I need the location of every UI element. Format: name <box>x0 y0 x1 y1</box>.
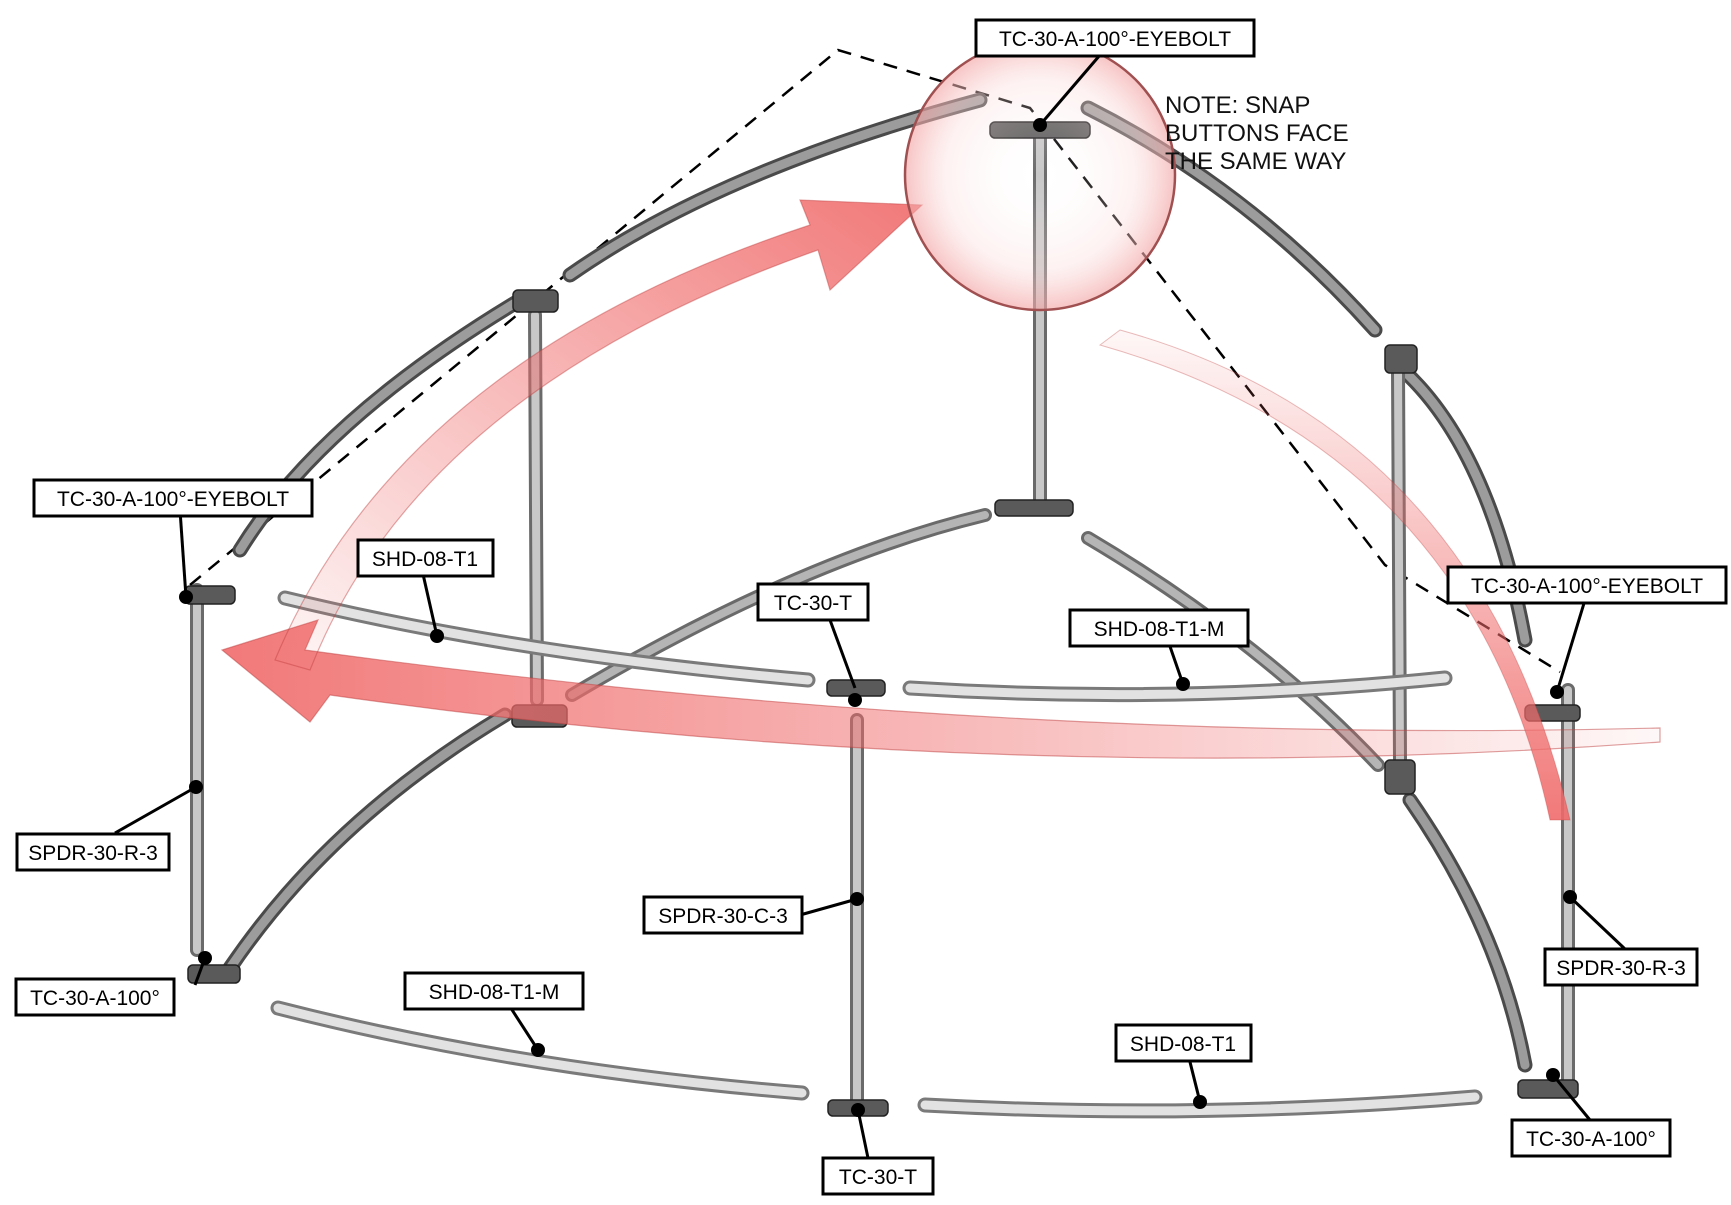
callout-right-eyebolt: TC-30-A-100°-EYEBOLT <box>1446 565 1728 605</box>
vertical-posts <box>190 123 1575 1107</box>
horizontal-rails <box>270 590 1483 1119</box>
callout-upper-left-rail: SHD-08-T1 <box>356 538 495 578</box>
rotation-arrows <box>220 199 1661 821</box>
callout-left-eyebolt: TC-30-A-100°-EYEBOLT <box>32 478 314 518</box>
label-top-eyebolt: TC-30-A-100°-EYEBOLT <box>999 28 1231 51</box>
callout-left-spider: SPDR-30-R-3 <box>15 832 171 872</box>
callout-top-eyebolt: TC-30-A-100°-EYEBOLT <box>974 18 1256 58</box>
label-upper-right-rail: SHD-08-T1-M <box>1094 618 1225 641</box>
callout-upper-right-rail: SHD-08-T1-M <box>1068 608 1250 648</box>
down-arrow-band <box>1098 329 1571 821</box>
right-upper-tee-fitting <box>1384 344 1418 374</box>
note-line-3: THE SAME WAY <box>1165 148 1346 175</box>
dashed-roof-outline <box>189 48 1561 674</box>
callout-mid-tee: TC-30-T <box>756 582 870 622</box>
label-left-spider: SPDR-30-R-3 <box>28 842 158 865</box>
label-right-eyebolt: TC-30-A-100°-EYEBOLT <box>1471 575 1703 598</box>
right-elbow-fitting <box>1517 1079 1579 1099</box>
label-left-eyebolt: TC-30-A-100°-EYEBOLT <box>57 488 289 511</box>
callout-lower-right-rail: SHD-08-T1 <box>1114 1023 1253 1063</box>
snap-button-note: NOTE: SNAP BUTTONS FACE THE SAME WAY <box>1165 92 1349 175</box>
label-lower-left-rail: SHD-08-T1-M <box>429 981 560 1004</box>
callout-lower-left-rail: SHD-08-T1-M <box>403 971 585 1011</box>
callout-right-spider: SPDR-30-R-3 <box>1543 947 1699 987</box>
label-right-spider: SPDR-30-R-3 <box>1556 957 1686 980</box>
leader-dots <box>179 118 1577 1117</box>
label-left-elbow: TC-30-A-100° <box>30 987 160 1010</box>
label-bottom-tee: TC-30-T <box>839 1166 917 1189</box>
note-line-1: NOTE: SNAP <box>1165 92 1310 119</box>
label-right-elbow: TC-30-A-100° <box>1526 1128 1656 1151</box>
right-lower-tee-fitting <box>1384 759 1416 795</box>
callout-center-spider: SPDR-30-C-3 <box>642 895 804 935</box>
callout-right-elbow: TC-30-A-100° <box>1510 1118 1672 1158</box>
callout-left-elbow: TC-30-A-100° <box>14 977 176 1017</box>
label-lower-right-rail: SHD-08-T1 <box>1130 1033 1236 1056</box>
left-upper-tee-fitting <box>512 289 559 313</box>
hub-fitting <box>994 499 1074 517</box>
label-center-spider: SPDR-30-C-3 <box>658 905 788 928</box>
label-mid-tee: TC-30-T <box>774 592 852 615</box>
snap-button-highlight-circle <box>903 38 1177 312</box>
label-upper-left-rail: SHD-08-T1 <box>372 548 478 571</box>
callout-bottom-tee: TC-30-T <box>821 1156 935 1196</box>
note-line-2: BUTTONS FACE <box>1165 120 1349 147</box>
left-arrow-band <box>220 619 1661 759</box>
up-arrow-band <box>274 199 924 671</box>
